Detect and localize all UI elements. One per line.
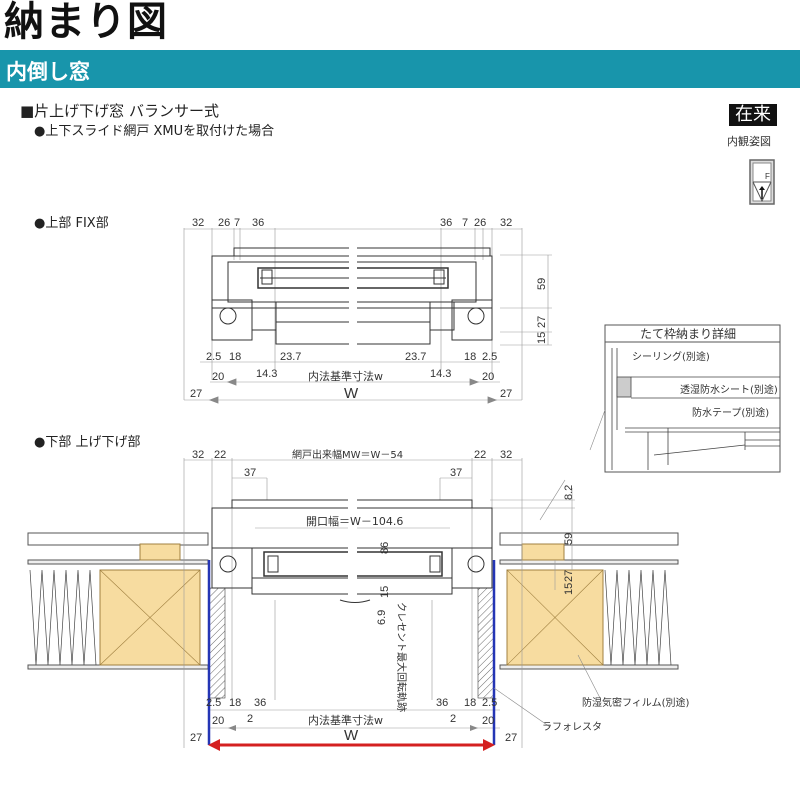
svg-text:20: 20 xyxy=(482,371,494,383)
svg-text:14.3: 14.3 xyxy=(430,368,451,380)
svg-text:32: 32 xyxy=(500,449,512,461)
svg-text:2: 2 xyxy=(247,713,253,725)
svg-text:59: 59 xyxy=(563,533,575,545)
svg-text:27: 27 xyxy=(536,316,548,328)
svg-text:27: 27 xyxy=(190,732,202,744)
product-heading: ■片上げ下げ窓 バランサー式 xyxy=(20,102,219,120)
svg-text:86: 86 xyxy=(379,542,391,554)
svg-text:27: 27 xyxy=(500,388,512,400)
window-thumbnail-icon: F xyxy=(749,159,775,205)
svg-text:20: 20 xyxy=(482,715,494,727)
svg-text:2.5: 2.5 xyxy=(482,351,497,363)
svg-text:W: W xyxy=(344,385,359,402)
svg-text:18: 18 xyxy=(464,697,476,709)
svg-text:たて枠納まり詳細: たて枠納まり詳細 xyxy=(640,326,736,341)
svg-text:14.3: 14.3 xyxy=(256,368,277,380)
svg-text:2.5: 2.5 xyxy=(206,351,221,363)
svg-text:20: 20 xyxy=(212,371,224,383)
wall-left xyxy=(27,532,209,670)
svg-text:23.7: 23.7 xyxy=(405,351,426,363)
svg-text:26: 26 xyxy=(474,217,486,229)
svg-text:7: 7 xyxy=(234,217,240,229)
product-subheading: ●上下スライド網戸 XMUを取付けた場合 xyxy=(34,124,275,139)
svg-text:15: 15 xyxy=(379,586,391,598)
svg-text:27: 27 xyxy=(505,732,517,744)
svg-text:防湿気密フィルム(別途): 防湿気密フィルム(別途) xyxy=(582,696,690,709)
svg-text:F: F xyxy=(765,172,770,181)
section-band: 内倒し窓 xyxy=(0,50,800,88)
w-arrow xyxy=(208,739,495,751)
svg-text:内法基準寸法w: 内法基準寸法w xyxy=(308,713,383,727)
badge-caption: 内観姿図 xyxy=(727,135,771,148)
svg-text:防水テープ(別途): 防水テープ(別途) xyxy=(692,406,769,419)
svg-text:15: 15 xyxy=(563,583,575,595)
svg-text:2: 2 xyxy=(450,713,456,725)
svg-text:18: 18 xyxy=(229,351,241,363)
svg-text:6.9: 6.9 xyxy=(376,610,388,625)
svg-text:36: 36 xyxy=(440,217,452,229)
svg-text:7: 7 xyxy=(462,217,468,229)
svg-text:W: W xyxy=(344,727,359,744)
svg-text:22: 22 xyxy=(214,449,226,461)
detail-box: たて枠納まり詳細 シーリング(別途) 透湿防水シート(別途) 防水テープ(別途) xyxy=(604,324,781,473)
svg-text:26: 26 xyxy=(218,217,230,229)
svg-text:20: 20 xyxy=(212,715,224,727)
svg-text:27: 27 xyxy=(190,388,202,400)
svg-text:シーリング(別途): シーリング(別途) xyxy=(632,350,710,363)
top-section-label: ●上部 FIX部 xyxy=(34,216,109,231)
wall-right xyxy=(499,532,679,670)
svg-text:59: 59 xyxy=(536,278,548,290)
svg-text:32: 32 xyxy=(500,217,512,229)
svg-text:透湿防水シート(別途): 透湿防水シート(別途) xyxy=(680,383,778,396)
svg-text:8.2: 8.2 xyxy=(563,485,575,500)
svg-text:網戸出来幅MW＝W－54: 網戸出来幅MW＝W－54 xyxy=(292,448,403,461)
svg-text:36: 36 xyxy=(252,217,264,229)
svg-text:2.5: 2.5 xyxy=(206,697,221,709)
svg-text:37: 37 xyxy=(450,467,462,479)
svg-text:内法基準寸法w: 内法基準寸法w xyxy=(308,369,383,383)
svg-text:15: 15 xyxy=(536,332,548,344)
svg-text:37: 37 xyxy=(244,467,256,479)
svg-text:27: 27 xyxy=(563,570,575,582)
svg-text:22: 22 xyxy=(474,449,486,461)
svg-text:開口幅＝W－104.6: 開口幅＝W－104.6 xyxy=(306,515,403,528)
svg-text:2.5: 2.5 xyxy=(482,697,497,709)
svg-text:18: 18 xyxy=(464,351,476,363)
svg-text:36: 36 xyxy=(254,697,266,709)
section-title: 内倒し窓 xyxy=(6,60,90,84)
svg-text:クレセント最大回転軌跡: クレセント最大回転軌跡 xyxy=(395,602,408,712)
svg-text:36: 36 xyxy=(436,697,448,709)
bottom-section-label: ●下部 上げ下げ部 xyxy=(34,435,141,450)
construction-badge: 在来 xyxy=(729,104,777,126)
svg-text:32: 32 xyxy=(192,449,204,461)
svg-text:ラフォレスタ: ラフォレスタ xyxy=(542,721,602,733)
svg-text:18: 18 xyxy=(229,697,241,709)
page-title: 納まり図 xyxy=(4,0,168,45)
svg-text:32: 32 xyxy=(192,217,204,229)
svg-text:23.7: 23.7 xyxy=(280,351,301,363)
